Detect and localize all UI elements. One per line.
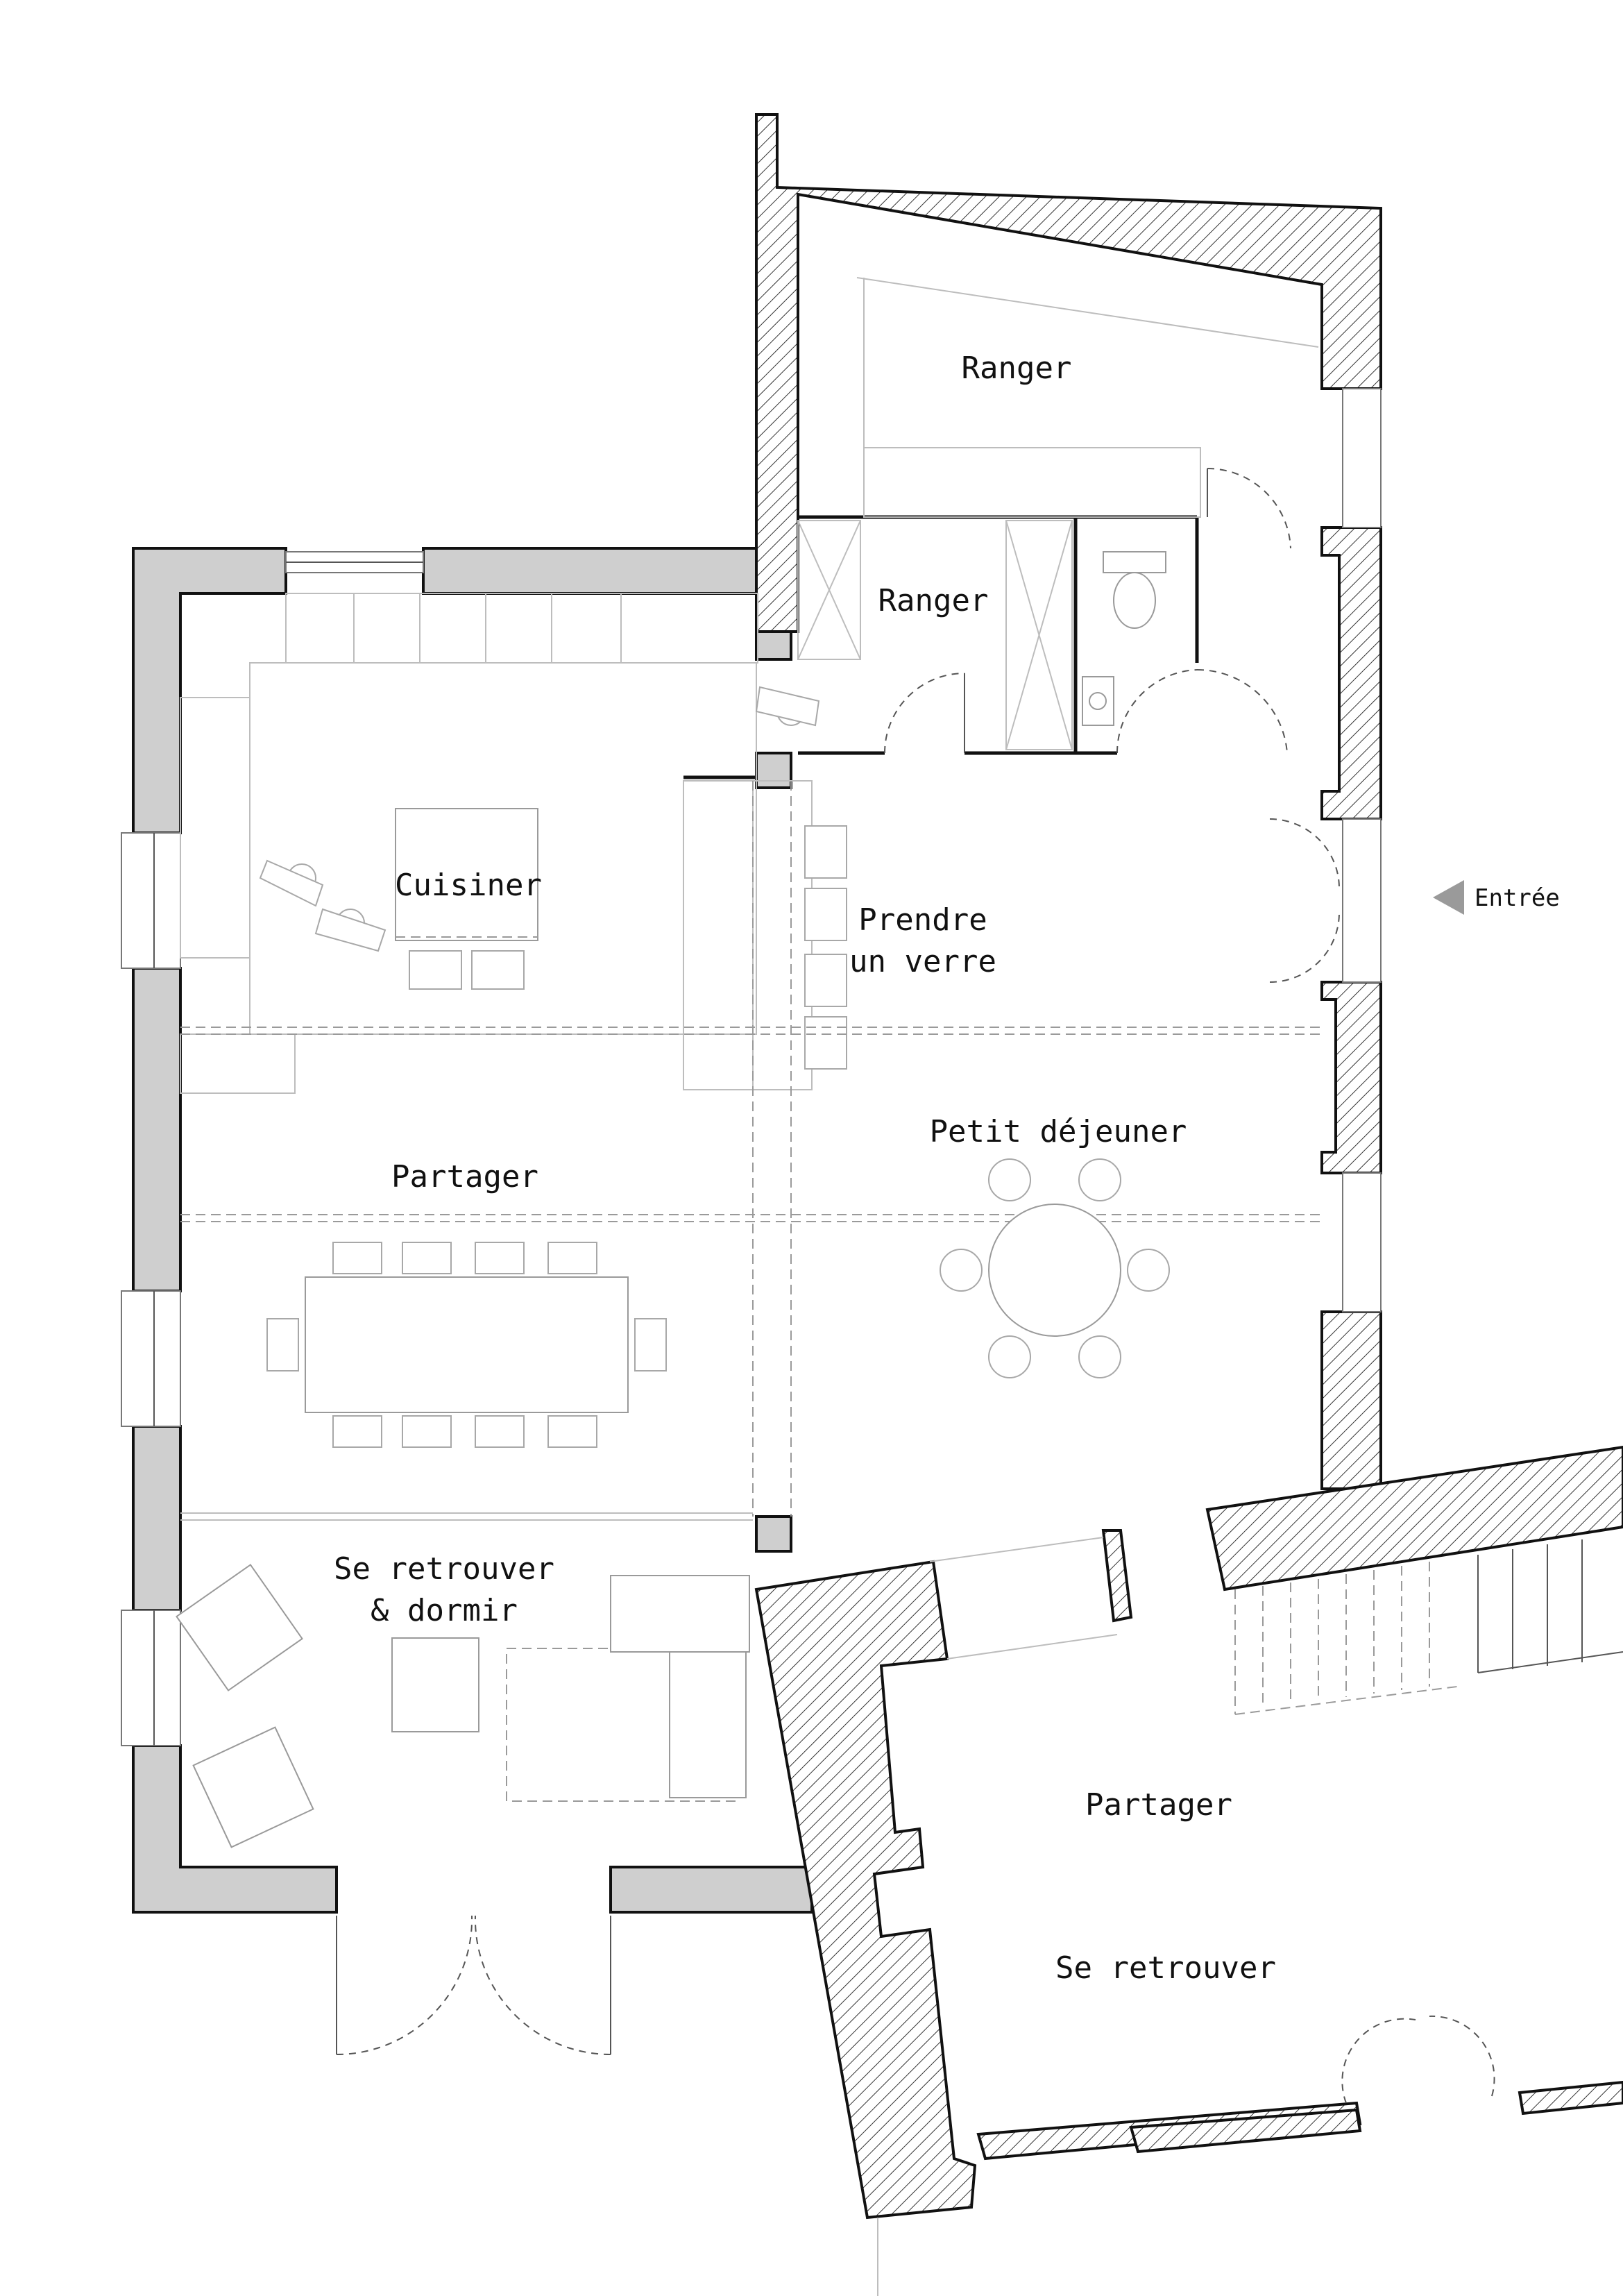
label-prendre-line1: Prendre	[858, 902, 987, 938]
label-petit-dejeuner: Petit déjeuner	[930, 1114, 1187, 1149]
label-retrouver-line2: & dormir	[371, 1593, 518, 1628]
beams	[180, 781, 1322, 1517]
doors	[336, 467, 1495, 2104]
old-walls	[754, 113, 1623, 2220]
label-retrouver-line1: Se retrouver	[334, 1551, 554, 1587]
label-cuisiner: Cuisiner	[395, 868, 542, 903]
windows-main	[121, 551, 424, 1746]
dining-table	[266, 1242, 667, 1448]
label-partager-annex: Partager	[1085, 1787, 1232, 1823]
entry-marker: Entrée	[1433, 880, 1560, 915]
living-furniture	[176, 1512, 753, 1848]
round-table	[940, 1158, 1170, 1378]
kitchen-furniture	[180, 593, 847, 1094]
label-retrouver-annex: Se retrouver	[1055, 1950, 1276, 1986]
entry-label: Entrée	[1475, 884, 1560, 912]
people	[259, 686, 820, 952]
label-ranger-small: Ranger	[878, 583, 989, 618]
windows-east	[1342, 388, 1382, 1312]
partitions	[683, 277, 1319, 779]
label-partager-main: Partager	[391, 1159, 538, 1195]
wc-fixtures	[1082, 551, 1166, 726]
annex-outline	[877, 1537, 1118, 2296]
label-ranger-top: Ranger	[962, 351, 1072, 386]
arrow-left-triangle-icon	[1433, 880, 1464, 915]
stairs	[1234, 1539, 1623, 1715]
room-labels: Ranger Ranger Cuisiner Prendre un verre …	[334, 351, 1276, 1986]
label-prendre-line2: un verre	[849, 944, 996, 979]
